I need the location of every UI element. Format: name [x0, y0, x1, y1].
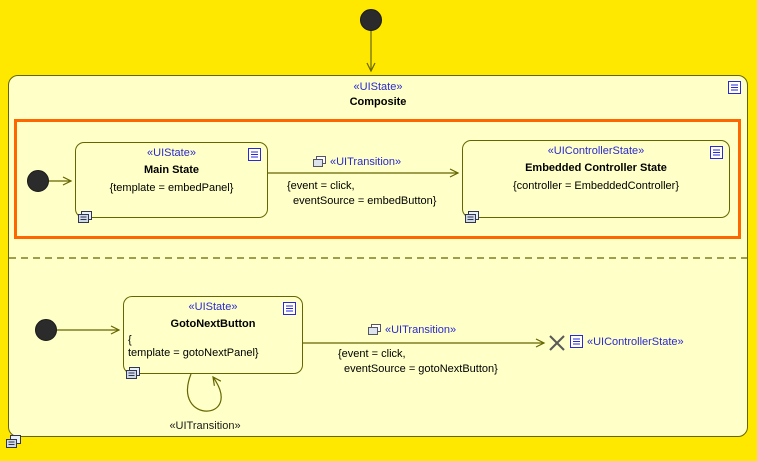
transition-embed-guard: {event = click, eventSource = embedButto…: [287, 179, 436, 209]
transition-stereotype-icon: [313, 156, 326, 168]
guard-line: {event = click,: [287, 180, 355, 192]
guard-line: {event = click,: [338, 348, 406, 360]
state-main-state[interactable]: «UIState» Main State {template = embedPa…: [75, 142, 268, 223]
goto-next-property-line2: template = gotoNextPanel}: [128, 347, 259, 359]
embedded-controller-property: {controller = EmbeddedController}: [512, 180, 679, 192]
decomposition-icon: [78, 211, 92, 224]
main-state-property: {template = embedPanel}: [109, 182, 234, 194]
decomposition-icon: [126, 367, 140, 380]
transition-goto-stereotype: «UITransition»: [385, 324, 457, 336]
transition-embed-stereotype: «UITransition»: [330, 156, 402, 168]
decomposition-icon: [6, 435, 21, 449]
guard-line: eventSource = gotoNextButton}: [344, 363, 498, 375]
embedded-controller-stereotype: «UIControllerState»: [547, 145, 645, 157]
transition-goto-label[interactable]: «UITransition»: [368, 324, 456, 336]
selection-highlight: [14, 119, 741, 239]
main-state-name: Main State: [143, 164, 199, 176]
spec-icon[interactable]: [283, 302, 296, 315]
spec-icon[interactable]: [248, 148, 261, 161]
transition-goto-guard: {event = click, eventSource = gotoNextBu…: [338, 347, 498, 377]
initial-state-region2[interactable]: [35, 319, 57, 341]
guard-line: eventSource = embedButton}: [293, 195, 437, 207]
goto-next-stereotype: «UIState»: [188, 301, 238, 313]
composite-stereotype: «UIState»: [353, 81, 403, 93]
transition-embed-label[interactable]: «UITransition»: [313, 156, 401, 168]
state-embedded-controller-state[interactable]: «UIControllerState» Embedded Controller …: [462, 140, 730, 223]
spec-icon[interactable]: [710, 146, 723, 159]
spec-icon[interactable]: [728, 81, 741, 94]
self-transition-label[interactable]: «UITransition»: [169, 420, 241, 432]
decomposition-icon: [465, 211, 479, 224]
transition-stereotype-icon: [368, 324, 381, 336]
embedded-controller-name: Embedded Controller State: [525, 162, 667, 174]
goto-next-name: GotoNextButton: [170, 318, 256, 330]
composite-name: Composite: [349, 96, 407, 108]
goto-next-property-line1: {: [128, 334, 132, 346]
initial-state-top[interactable]: [360, 9, 382, 31]
terminate-stereotype: «UIControllerState»: [587, 335, 684, 348]
state-goto-next-button[interactable]: «UIState» GotoNextButton { template = go…: [123, 296, 303, 379]
initial-state-region1[interactable]: [27, 170, 49, 192]
spec-icon: [570, 335, 583, 348]
main-state-stereotype: «UIState»: [147, 147, 196, 159]
terminate-label[interactable]: «UIControllerState»: [570, 335, 684, 348]
